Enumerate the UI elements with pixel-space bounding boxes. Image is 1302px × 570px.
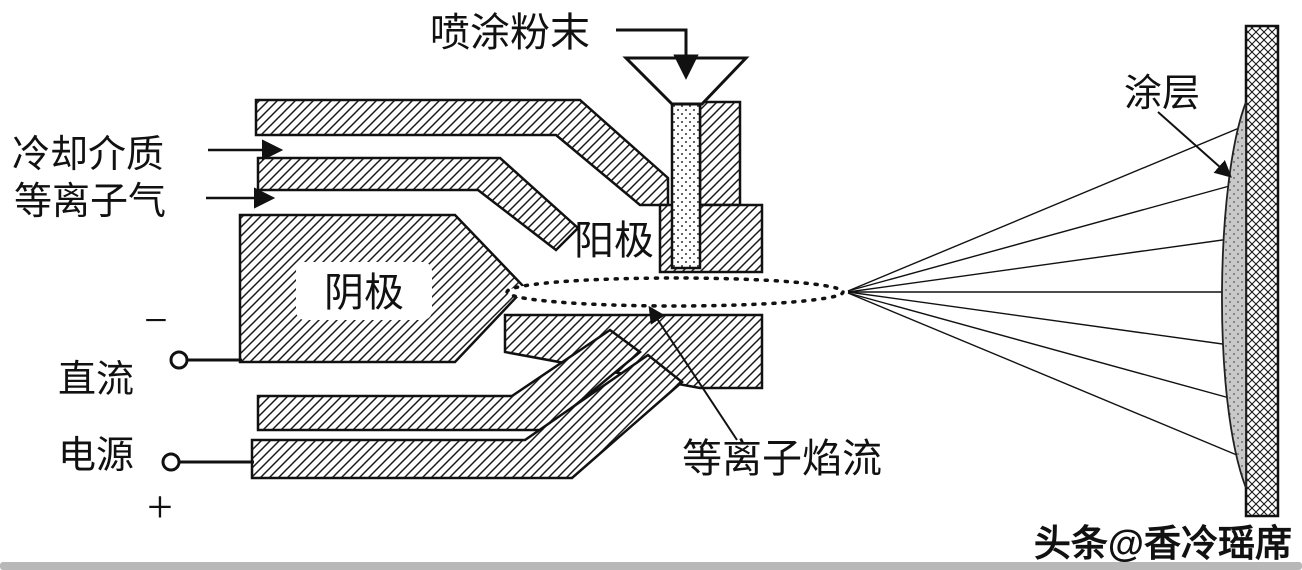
arrow-spray-powder — [616, 28, 699, 80]
spray-line — [847, 125, 1245, 292]
arrow-plasma-flame — [648, 305, 738, 441]
spray-line — [847, 236, 1245, 293]
watermark: 头条@香冷瑶席 — [1034, 523, 1292, 564]
spray-line — [847, 181, 1245, 292]
label-power: 电源 — [58, 435, 134, 477]
spray-lines — [847, 125, 1245, 459]
spray-line — [847, 291, 1245, 348]
negative-terminal — [169, 350, 189, 370]
cathode-label-box — [296, 262, 432, 320]
plasma-flame — [505, 276, 845, 308]
powder-funnel — [622, 56, 750, 106]
label-cooling-medium: 冷却介质 — [12, 134, 164, 176]
label-minus-sign: − — [144, 298, 168, 344]
label-spray-powder: 喷涂粉末 — [430, 10, 590, 55]
positive-terminal — [161, 452, 181, 472]
torch-lower-inner-wall — [256, 328, 643, 432]
arrow-coating — [1157, 111, 1232, 178]
label-plasma-flame: 等离子焰流 — [682, 436, 882, 481]
label-coating: 涂层 — [1124, 73, 1200, 115]
label-plus-sign: + — [147, 481, 173, 532]
substrate — [1244, 24, 1280, 518]
label-cathode: 阴极 — [324, 270, 404, 315]
powder-port-right-block — [698, 100, 742, 207]
spray-line — [847, 292, 1245, 403]
spray-line — [847, 292, 1245, 459]
label-dc: 直流 — [58, 359, 134, 401]
powder-tube — [670, 100, 702, 270]
coating-layer — [1221, 101, 1247, 489]
label-plasma-gas: 等离子气 — [14, 181, 166, 223]
bottom-strip — [0, 562, 1302, 570]
torch-lower-outer-wall — [250, 353, 684, 480]
torch-top-wall — [254, 98, 670, 207]
label-anode: 阳极 — [574, 218, 654, 263]
